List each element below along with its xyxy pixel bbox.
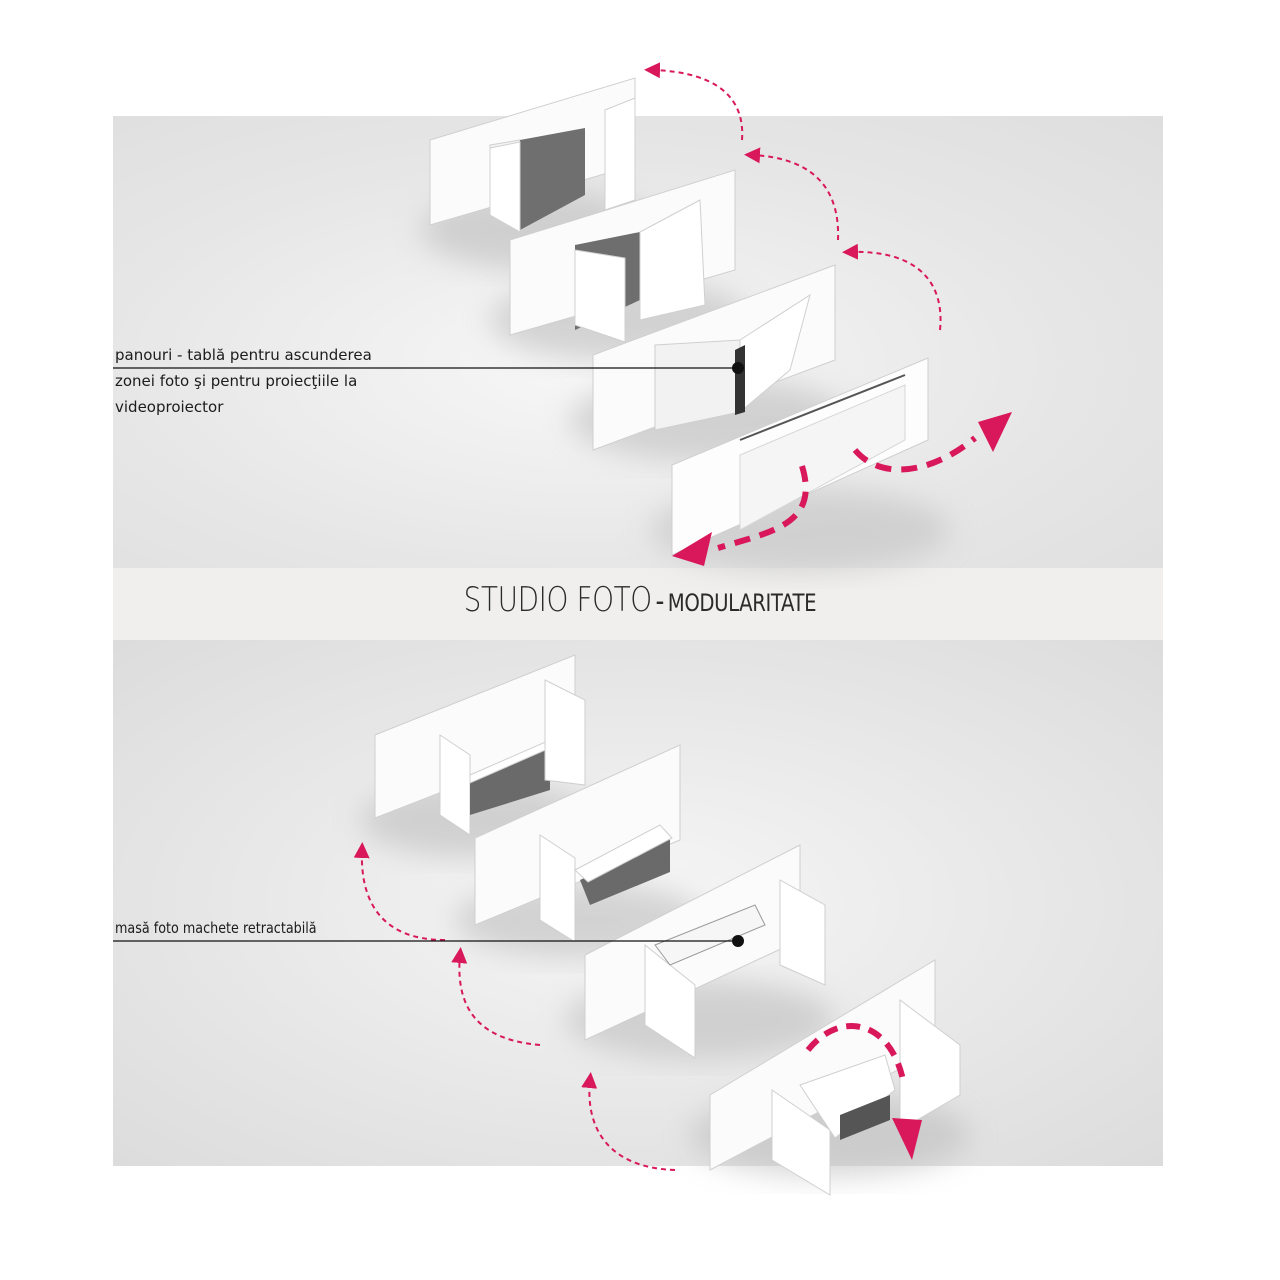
top-module-2 (490, 169, 750, 362)
leader-dot-icon (732, 935, 744, 947)
top-module-3 (570, 264, 850, 462)
top-curved-arrows (644, 62, 942, 331)
top-module-4 (650, 357, 950, 572)
bottom-leader (113, 935, 744, 947)
title-band (113, 568, 1163, 640)
title-sub: MODULARITATE (667, 589, 817, 617)
page-title: STUDIO FOTO - MODULARITATE (0, 580, 1280, 620)
bold-curved-arrow-icon (805, 1023, 922, 1160)
top-leader (113, 362, 744, 374)
annotation-line-3: videoproiector (115, 398, 224, 416)
title-main: STUDIO FOTO (463, 580, 652, 620)
bottom-module-3 (565, 844, 835, 1060)
leader-dot-icon (732, 362, 744, 374)
annotation-line-1: panouri - tablă pentru ascunderea (115, 346, 372, 364)
title-separator: - (655, 584, 665, 619)
annotation-table-text: masă foto machete retractabilă (115, 919, 317, 937)
annotation-panels: panouri - tablă pentru ascunderea zonei … (115, 342, 383, 420)
top-module-1 (420, 77, 660, 270)
annotation-line-2: zonei foto şi pentru proiecţiile la (115, 372, 358, 390)
bottom-module-4 (690, 959, 970, 1196)
bidirectional-arrow-icon (672, 412, 1012, 566)
bottom-curved-arrows (353, 842, 676, 1171)
annotation-table: masă foto machete retractabilă (115, 915, 355, 941)
